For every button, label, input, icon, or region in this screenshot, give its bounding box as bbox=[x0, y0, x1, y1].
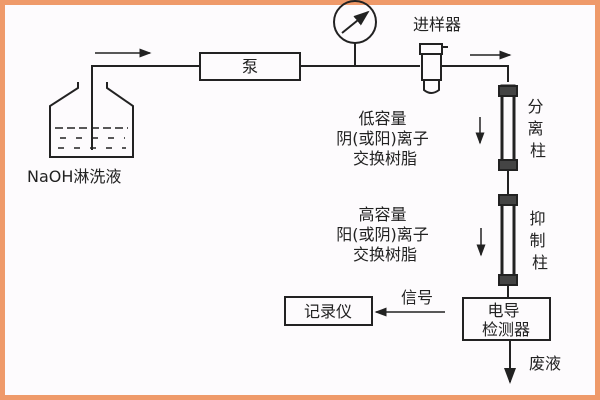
separation-resin-text: 低容量 阴(或阳)离子 交换树脂 bbox=[336, 109, 434, 168]
separation-column-label: 分 离 柱 bbox=[527, 97, 548, 160]
suppressor-column-label: 抑 制 柱 bbox=[529, 209, 550, 272]
injector-label: 进样器 bbox=[413, 15, 461, 34]
eluent-label: NaOH淋洗液 bbox=[27, 167, 121, 186]
suppressor-column bbox=[498, 194, 518, 298]
detector-box bbox=[462, 297, 551, 341]
waste-label: 废液 bbox=[529, 354, 561, 373]
signal-label: 信号 bbox=[401, 288, 433, 307]
pump-label: 泵 bbox=[242, 57, 258, 76]
recorder-label: 记录仪 bbox=[304, 302, 352, 321]
recorder-box bbox=[284, 296, 373, 326]
suppressor-resin-text: 高容量 阳(或阴)离子 交换树脂 bbox=[336, 205, 434, 264]
detector-label: 电导 检测器 bbox=[482, 301, 530, 339]
pressure-gauge-icon bbox=[333, 0, 377, 66]
injector bbox=[419, 43, 448, 94]
separation-column bbox=[498, 84, 518, 195]
eluent-tube bbox=[91, 65, 200, 150]
